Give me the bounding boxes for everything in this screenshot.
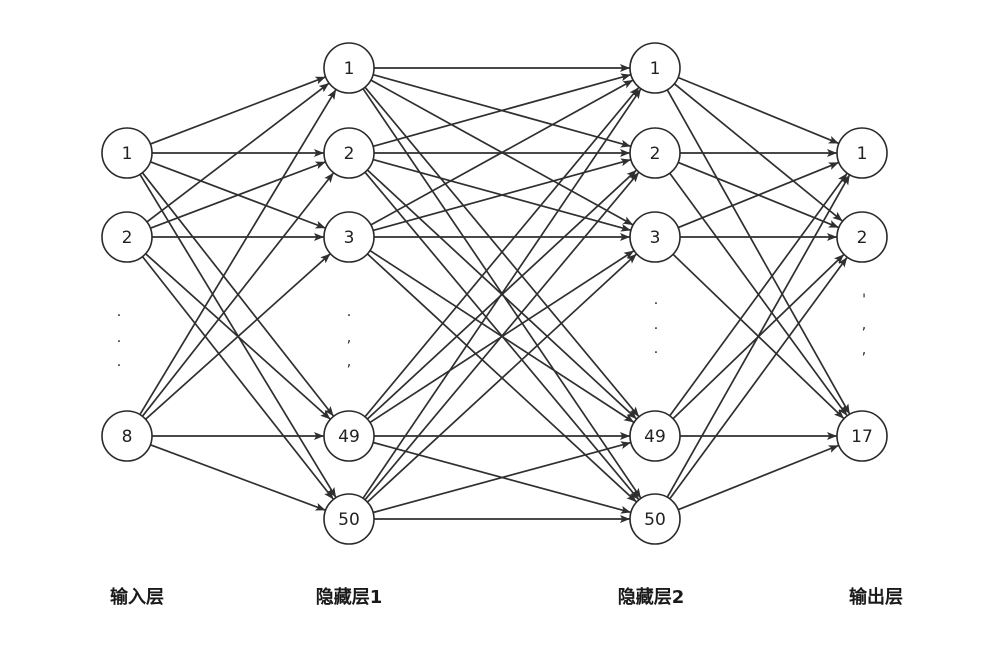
node-label: 2 [122,228,133,248]
edge-l0-2-to-l1-4 [150,444,326,511]
edge-l0-2-to-l1-0 [139,89,337,416]
layer-title: 隐藏层2 [618,587,685,608]
node-label: 1 [344,59,355,79]
node-label: 1 [857,144,868,164]
node-layer1-2: 3 [323,211,375,263]
ellipsis-dot: , [862,342,866,358]
edge-l2-4-to-l3-1 [669,257,848,500]
ellipsis-dot: . [654,317,658,333]
ellipsis-dot: ' [862,292,866,308]
node-layer0-0: 1 [101,127,153,179]
edge-l2-3-to-l3-0 [669,173,848,417]
node-label: 49 [644,427,666,447]
edge-l1-3-to-l2-0 [364,87,640,418]
edge-l0-1-to-l1-0 [146,82,330,223]
edge-l1-4-to-l2-0 [362,88,642,499]
node-label: 1 [122,144,133,164]
node-label: 50 [644,510,666,530]
ellipsis-dot: . [654,341,658,357]
node-layer0-2: 8 [101,410,153,462]
node-label: 17 [851,427,873,447]
node-label: 3 [650,228,661,248]
ellipsis-dot: , [347,330,351,346]
edge-l2-0-to-l3-2 [666,89,851,415]
node-layer3-1: 2 [836,211,888,263]
ellipsis-dot: . [117,330,121,346]
node-circle [101,211,153,263]
edge-l0-1-to-l1-4 [141,256,334,500]
node-label: 49 [338,427,360,447]
node-circle [836,127,888,179]
node-layer1-1: 2 [323,127,375,179]
edge-l0-2-to-l1-1 [141,172,334,417]
node-layer2-1: 2 [629,127,681,179]
node-circle [101,410,153,462]
node-layer2-4: 50 [629,493,681,545]
node-circle [323,211,375,263]
edge-l2-0-to-l3-0 [677,76,839,145]
node-layer2-3: 49 [629,410,681,462]
node-label: 1 [650,59,661,79]
node-circle [323,42,375,94]
layer-title: 输出层 [849,586,903,608]
edge-l1-4-to-l2-1 [364,172,640,501]
network-nodes: 1 2 8 1 2 3 49 50 1 2 3 49 50 1 2 17 [101,42,888,545]
layer-ellipses: ....,,... ',, [117,292,866,370]
node-circle [836,211,888,263]
node-circle [629,493,681,545]
node-circle [836,410,888,462]
node-label: 3 [344,228,355,248]
edge-l0-0-to-l1-0 [149,76,326,145]
edge-l2-4-to-l3-2 [677,444,839,511]
edge-l2-4-to-l3-0 [666,174,851,498]
ellipsis-dot: . [117,304,121,320]
ellipsis-dot: . [654,292,658,308]
edge-l0-2-to-l1-2 [145,253,331,420]
node-circle [629,211,681,263]
connection-edges [139,64,851,523]
edge-l2-2-to-l3-0 [677,161,839,229]
ellipsis-dot: . [347,304,351,320]
node-layer2-0: 1 [629,42,681,94]
node-label: 8 [122,427,133,447]
layer-titles: 输入层 隐藏层1 隐藏层2 输出层 [110,586,903,608]
edge-l0-1-to-l1-1 [150,161,326,229]
node-circle [101,127,153,179]
edge-l1-1-to-l2-0 [372,73,631,148]
node-layer1-4: 50 [323,493,375,545]
ellipsis-dot: , [862,317,866,333]
node-label: 2 [344,144,355,164]
ellipsis-dot: , [347,354,351,370]
node-label: 2 [650,144,661,164]
node-circle [629,410,681,462]
node-circle [629,127,681,179]
node-layer2-2: 3 [629,211,681,263]
node-label: 50 [338,510,360,530]
layer-title: 隐藏层1 [316,587,383,608]
node-circle [323,127,375,179]
node-layer3-0: 1 [836,127,888,179]
node-layer1-3: 49 [323,410,375,462]
node-layer0-1: 2 [101,211,153,263]
edge-l1-2-to-l2-1 [372,158,631,232]
layer-title: 输入层 [110,586,164,608]
node-circle [323,410,375,462]
node-label: 2 [857,228,868,248]
edge-l1-4-to-l2-2 [366,253,637,503]
node-circle [629,42,681,94]
node-circle [323,493,375,545]
edge-l1-4-to-l2-3 [372,441,631,514]
node-layer1-0: 1 [323,42,375,94]
ellipsis-dot: . [117,354,121,370]
edge-l1-2-to-l2-0 [370,79,634,226]
node-layer3-2: 17 [836,410,888,462]
